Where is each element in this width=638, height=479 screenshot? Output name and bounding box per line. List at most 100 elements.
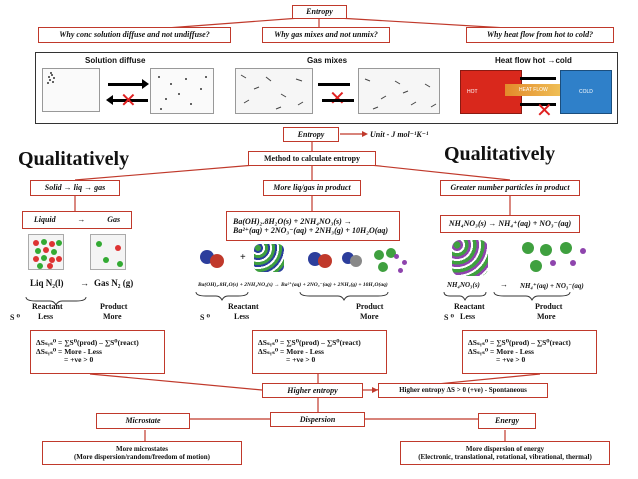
col1-formula3: = +ve > 0 [64, 355, 94, 365]
col3-formula3: = +ve > 0 [496, 355, 526, 365]
col2-eq-line1: Ba(OH)₂.8H₂O(s) + 2NH₄NO₃(s) → [233, 216, 352, 226]
cross-icon-heat: ✕ [536, 98, 553, 122]
liquid-flask-image [28, 234, 64, 270]
hot-label: HOT [467, 89, 478, 95]
col3-head-box: Greater number particles in product [440, 180, 580, 196]
label-solution-diffuse: Solution diffuse [85, 56, 146, 65]
col3-less: Less [460, 312, 476, 321]
col1-formula-box: ΔSₛᵧₛ⁰ = ∑S⁰(prod) – ∑S⁰(react) ΔSₛᵧₛ⁰ =… [30, 330, 165, 374]
particle [41, 255, 47, 261]
col3-more: More [537, 312, 556, 321]
particle [56, 256, 62, 262]
question-gas-box: Why gas mixes and not unmix? [262, 27, 390, 43]
solution-after-image [150, 68, 214, 114]
particle [47, 263, 53, 269]
entropy-label: Entropy [297, 129, 325, 139]
particle [41, 239, 47, 245]
col3-eq-box: NH₄NO₃(s) → NH₄⁺(aq) + NO₃⁻(aq) [440, 215, 580, 233]
col3-formula2: ΔSₛᵧₛ⁰ = More - Less [468, 346, 534, 356]
col3-arrow: → [500, 280, 508, 289]
arrow-right-icon [108, 83, 144, 86]
energy-desc2: (Electronic, translational, rotational, … [418, 453, 592, 461]
nh4no3-lattice-icon [254, 244, 284, 272]
col1-more: More [103, 312, 122, 321]
col3-head: Greater number particles in product [450, 183, 570, 193]
higher-entropy-label: Higher entropy [287, 385, 338, 395]
hot-block: HOT [460, 70, 522, 114]
particle [35, 248, 41, 254]
col2-formula3: = +ve > 0 [286, 355, 316, 365]
gas-arrow-right-icon [318, 83, 350, 86]
microstate-box: Microstate [96, 413, 190, 429]
question-heat-box: Why heat flow from hot to cold? [466, 27, 614, 43]
energy-desc1: More dispersion of energy [465, 444, 545, 453]
method-label: Method to calculate entropy [263, 153, 361, 163]
col1-gas: Gas N₂ (g) [94, 278, 134, 288]
dispersion-label: Dispersion [299, 414, 336, 424]
col1-eq-liquid: Liquid [33, 215, 56, 225]
particle [115, 245, 121, 251]
col2-eq-line2: Ba²⁺(aq) + 2NO₃⁻(aq) + 2NH₃(g) + 10H₂O(a… [233, 226, 389, 235]
col3-formula1: ΔSₛᵧₛ⁰ = ∑S⁰(prod) – ∑S⁰(react) [468, 338, 571, 348]
gas-after-drawing [364, 78, 437, 110]
dispersion-box: Dispersion [270, 412, 365, 427]
nh4no3-solid-icon [452, 240, 488, 276]
col1-arrow: → [80, 278, 89, 288]
plus-sign: + [240, 252, 246, 263]
particle [33, 256, 39, 262]
energy-box: Energy [478, 413, 536, 429]
arrow-left-icon [112, 99, 148, 102]
microstate-label: Microstate [125, 416, 161, 426]
col3-formula-box: ΔSₛᵧₛ⁰ = ∑S⁰(prod) – ∑S⁰(react) ΔSₛᵧₛ⁰ =… [462, 330, 597, 374]
higher-note: Higher entropy ΔS > 0 (+ve) - Spontaneou… [399, 386, 527, 395]
col1-head: Solid → liq → gas [44, 183, 106, 193]
cross-icon: ✕ [120, 88, 137, 112]
question-heat: Why heat flow from hot to cold? [486, 30, 594, 40]
col1-s0: S ⁰ [10, 313, 20, 322]
product-particles-icon [372, 246, 412, 276]
particle [51, 249, 57, 255]
particle [56, 240, 62, 246]
entropy-box: Entropy [283, 127, 339, 142]
arrow-left-head-icon [106, 95, 113, 105]
gas-flask-image [90, 234, 126, 270]
col2-formula-box: ΔSₛᵧₛ⁰ = ∑S⁰(prod) – ∑S⁰(react) ΔSₛᵧₛ⁰ =… [252, 330, 387, 374]
qualitatively-right: Qualitatively [444, 143, 556, 165]
col3-reactant: Reactant [454, 302, 485, 311]
qualitatively-left: Qualitatively [18, 148, 130, 170]
microstate-desc-box: More microstates (More dispersion/random… [42, 441, 242, 465]
entropy-title: Entropy [306, 7, 333, 17]
col2-product: Product [356, 302, 384, 311]
particle [96, 241, 102, 247]
energy-desc-box: More dispersion of energy (Electronic, t… [400, 441, 610, 465]
particle [37, 263, 43, 269]
question-diffuse: Why conc solution diffuse and not undiff… [59, 30, 210, 40]
label-gas-mixes: Gas mixes [307, 56, 348, 65]
col1-liq: Liq N₂(l) [30, 278, 64, 288]
particle [103, 257, 109, 263]
col2-formula1: ΔSₛᵧₛ⁰ = ∑S⁰(prod) – ∑S⁰(react) [258, 338, 361, 348]
question-diffuse-box: Why conc solution diffuse and not undiff… [38, 27, 231, 43]
col1-less: Less [38, 312, 54, 321]
solution-before-image [42, 68, 100, 112]
ions-particles-icon [520, 240, 590, 276]
col3-eq: NH₄NO₃(s) → NH₄⁺(aq) + NO₃⁻(aq) [448, 219, 572, 229]
arrow-right-head-icon [142, 79, 149, 89]
method-box: Method to calculate entropy [248, 151, 376, 166]
heat-flow-label: HEAT FLOW [519, 87, 548, 93]
particle [43, 247, 49, 253]
label-heat-flow: Heat flow hot →cold [495, 56, 572, 65]
cold-block: COLD [560, 70, 612, 114]
col2-head: More liq/gas in product [273, 183, 351, 193]
particle [49, 241, 55, 247]
gas-arrow-left-icon [322, 99, 354, 102]
col3-right: NH₄⁺(aq) + NO₃⁻(aq) [520, 282, 584, 290]
microstate-desc2: (More dispersion/random/freedom of motio… [73, 453, 211, 461]
col1-reactant: Reactant [32, 302, 63, 311]
col1-eq-gas: Gas [107, 215, 121, 225]
col2-head-box: More liq/gas in product [263, 180, 361, 196]
particle [117, 261, 123, 267]
cross-icon-gas: ✕ [329, 86, 346, 110]
microstate-desc1: More microstates [115, 444, 169, 453]
col2-more: More [360, 312, 379, 321]
